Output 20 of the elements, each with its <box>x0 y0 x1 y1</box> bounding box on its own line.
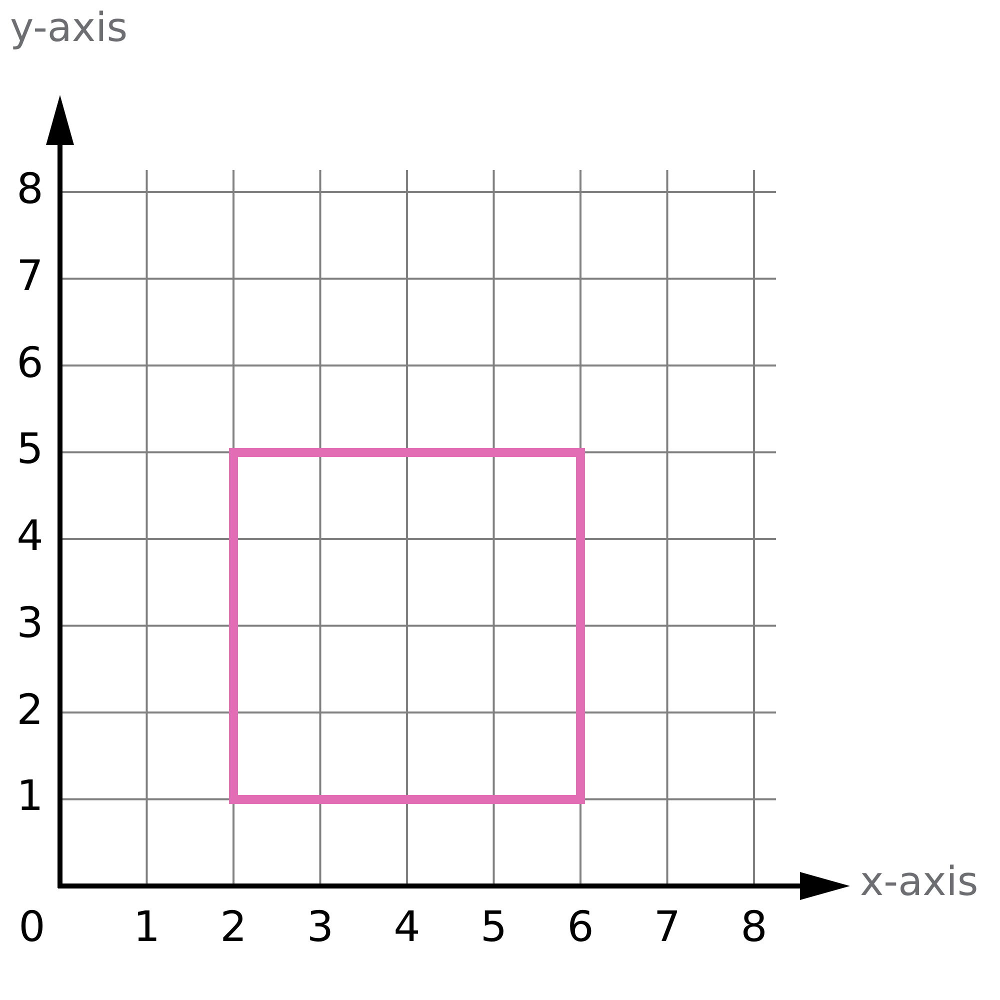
tick-label: 4 <box>394 906 420 948</box>
tick-label: 4 <box>16 515 44 557</box>
axis-title: y-axis <box>10 8 128 48</box>
tick-label: 7 <box>654 906 681 948</box>
tick-label: 3 <box>306 906 334 948</box>
tick-label: 8 <box>740 906 768 948</box>
tick-label: 0 <box>18 906 46 948</box>
tick-label: 6 <box>16 342 44 384</box>
tick-label: 7 <box>16 254 44 297</box>
tick-label: 3 <box>16 602 44 644</box>
axis-title: x-axis <box>860 862 978 902</box>
tick-label: 2 <box>16 688 44 730</box>
tick-label: 5 <box>480 906 508 948</box>
square-outline <box>229 448 585 804</box>
tick-label: 6 <box>567 906 594 948</box>
tick-label: 1 <box>133 906 160 948</box>
tick-label: 1 <box>16 775 44 818</box>
tick-label: 5 <box>16 428 44 470</box>
tick-label: 2 <box>220 906 247 948</box>
tick-label: 8 <box>16 168 44 210</box>
